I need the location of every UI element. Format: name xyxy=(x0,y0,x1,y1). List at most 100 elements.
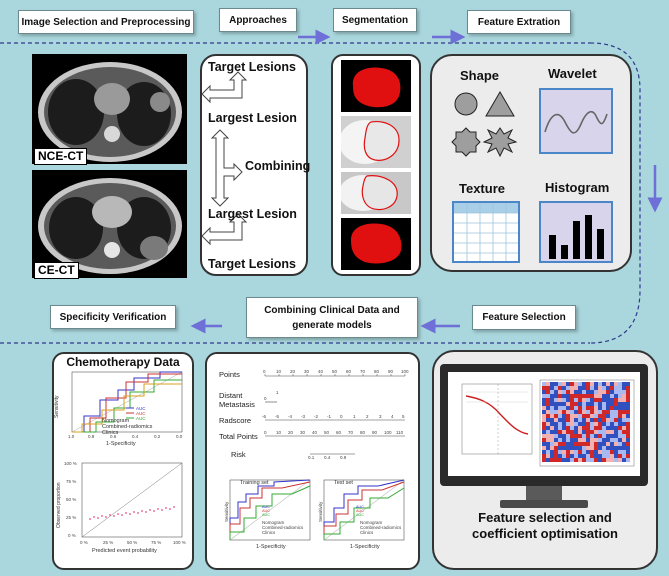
heatmap-cell xyxy=(614,398,618,402)
total-tick: 100 xyxy=(384,430,392,435)
heatmap-cell xyxy=(582,450,586,454)
heatmap-cell xyxy=(546,394,550,398)
heatmap-cell xyxy=(618,458,622,462)
nomogram-axes xyxy=(264,374,406,455)
heatmap-cell xyxy=(598,382,602,386)
heatmap-cell xyxy=(542,382,546,386)
heatmap-cell xyxy=(614,454,618,458)
heatmap-cell xyxy=(622,402,626,406)
heatmap-cell xyxy=(610,398,614,402)
heatmap-cell xyxy=(554,398,558,402)
chemo-legend-combined: Combined-radiomics xyxy=(102,424,153,430)
heatmap-cell xyxy=(566,382,570,386)
heatmap-cell xyxy=(554,410,558,414)
total-tick: 110 xyxy=(396,430,404,435)
heatmap-cell xyxy=(558,438,562,442)
heatmap-cell xyxy=(626,434,630,438)
heatmap-cell xyxy=(554,406,558,410)
heatmap-cell xyxy=(590,414,594,418)
heatmap-cell xyxy=(574,450,578,454)
heatmap-cell xyxy=(582,398,586,402)
test-legend: Clinics xyxy=(360,530,374,535)
heatmap-cell xyxy=(590,422,594,426)
heatmap-cell xyxy=(626,430,630,434)
heatmap-cell xyxy=(574,434,578,438)
heatmap-cell xyxy=(558,450,562,454)
image-selection-label: Image Selection and Preprocessing xyxy=(18,10,194,34)
heatmap-cell xyxy=(610,386,614,390)
heatmap-cell xyxy=(578,458,582,462)
heatmap-cell xyxy=(626,406,630,410)
heatmap-cell xyxy=(590,454,594,458)
wavelet-title: Wavelet xyxy=(548,66,597,81)
heatmap-cell xyxy=(554,434,558,438)
heatmap-cell xyxy=(594,446,598,450)
heatmap-cell xyxy=(626,410,630,414)
heatmap-cell xyxy=(602,430,606,434)
heatmap-cell xyxy=(570,450,574,454)
heatmap-cell xyxy=(550,446,554,450)
heatmap-cell xyxy=(562,438,566,442)
shape-icons xyxy=(451,91,518,158)
heatmap-cell xyxy=(562,406,566,410)
risk-tick: 0.9 xyxy=(340,455,347,460)
heatmap-cell xyxy=(618,394,622,398)
heatmap-cell xyxy=(594,382,598,386)
heatmap-cell xyxy=(562,390,566,394)
heatmap-cell xyxy=(546,422,550,426)
cal-ytick: 75 % xyxy=(66,479,77,484)
heatmap-cell xyxy=(570,394,574,398)
heatmap-cell xyxy=(542,410,546,414)
heatmap-cell xyxy=(550,402,554,406)
heatmap-cell xyxy=(590,434,594,438)
heatmap-cell xyxy=(542,394,546,398)
heatmap-cell xyxy=(606,414,610,418)
nce-ct-label: NCE-CT xyxy=(34,148,88,165)
heatmap-cell xyxy=(542,422,546,426)
specificity-verification-label: Specificity Verification xyxy=(50,305,176,329)
heatmap-cell xyxy=(618,446,622,450)
heatmap-cell xyxy=(602,414,606,418)
heatmap-cell xyxy=(558,410,562,414)
points-tick: 90 xyxy=(388,369,394,374)
cal-ytick: 100 % xyxy=(64,461,77,466)
heatmap-cell xyxy=(574,426,578,430)
heatmap-cell xyxy=(574,446,578,450)
heatmap-cell xyxy=(610,446,614,450)
heatmap-cell xyxy=(590,438,594,442)
chemo-roc-xtick: 0.8 xyxy=(88,434,95,439)
heatmap-cell xyxy=(598,458,602,462)
heatmap-cell xyxy=(578,382,582,386)
heatmap-cell xyxy=(586,382,590,386)
heatmap-cell xyxy=(562,426,566,430)
heatmap-cell xyxy=(626,442,630,446)
heatmap-cell xyxy=(578,434,582,438)
radscore-tick: 1 xyxy=(353,414,356,419)
svg-text:AUC: AUC xyxy=(136,416,146,421)
heatmap-cell xyxy=(590,390,594,394)
heatmap-cell xyxy=(558,386,562,390)
heatmap-cell xyxy=(574,454,578,458)
heatmap-cell xyxy=(606,402,610,406)
test-set-label: Test set xyxy=(334,480,353,486)
total-tick: 50 xyxy=(324,430,330,435)
heatmap-cell xyxy=(562,442,566,446)
heatmap-cell xyxy=(566,390,570,394)
heatmap-cell xyxy=(562,394,566,398)
heatmap-cell xyxy=(626,382,630,386)
points-tick: 100 xyxy=(401,369,409,374)
svg-text:AUC: AUC xyxy=(262,509,270,513)
heatmap-cell xyxy=(554,454,558,458)
heatmap-cell xyxy=(590,458,594,462)
heatmap-cell xyxy=(578,410,582,414)
heatmap-cell xyxy=(586,406,590,410)
heatmap-cell xyxy=(586,390,590,394)
chemo-roc-xtick: 1.0 xyxy=(68,434,75,439)
heatmap-cell xyxy=(546,414,550,418)
heatmap-cell xyxy=(546,406,550,410)
heatmap-cell xyxy=(542,398,546,402)
svg-text:AUC: AUC xyxy=(356,509,364,513)
total-tick: 10 xyxy=(276,430,282,435)
heatmap-cell xyxy=(562,434,566,438)
